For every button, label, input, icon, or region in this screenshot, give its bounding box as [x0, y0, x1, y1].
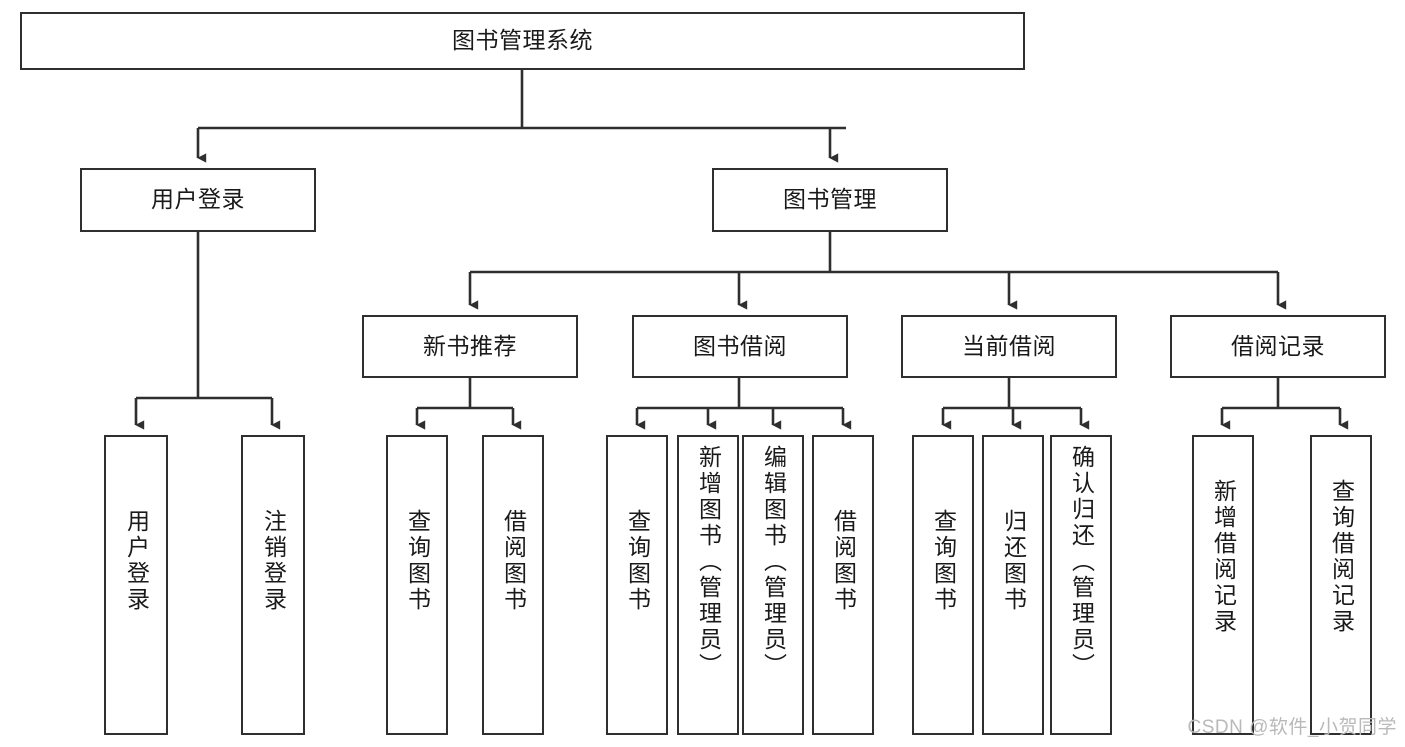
leaf-confirm-return-admin[interactable]: 确认归还（管理员）	[1050, 435, 1112, 735]
node-label: 归还图书	[1000, 509, 1027, 613]
leaf-edit-book-admin[interactable]: 编辑图书（管理员）	[742, 435, 804, 735]
node-label: 图书管理	[783, 186, 877, 213]
leaf-borrow-book-newbook[interactable]: 借阅图书	[482, 435, 544, 735]
leaf-query-book-current[interactable]: 查询图书	[912, 435, 974, 735]
node-label: 查询图书	[624, 509, 651, 613]
node-label: 查询图书	[930, 509, 957, 613]
leaf-user-login[interactable]: 用户登录	[104, 435, 168, 735]
node-label: 借阅记录	[1231, 332, 1325, 359]
node-label: 用户登录	[151, 186, 245, 213]
leaf-add-borrow-record[interactable]: 新增借阅记录	[1192, 435, 1254, 735]
node-new-book-recommend[interactable]: 新书推荐	[362, 315, 578, 378]
node-label: 借阅图书	[830, 509, 857, 613]
node-label: 图书借阅	[693, 332, 787, 359]
leaf-return-book[interactable]: 归还图书	[982, 435, 1044, 735]
node-label: 用户登录	[123, 509, 150, 613]
node-label: 借阅图书	[500, 509, 527, 613]
leaf-add-book-admin[interactable]: 新增图书（管理员）	[677, 435, 739, 735]
node-book-management[interactable]: 图书管理	[712, 168, 948, 232]
node-current-borrow[interactable]: 当前借阅	[901, 315, 1117, 378]
leaf-query-book-newbook[interactable]: 查询图书	[386, 435, 448, 735]
leaf-logout-login[interactable]: 注销登录	[241, 435, 305, 735]
node-label: 新增图书（管理员）	[695, 445, 722, 679]
node-label: 图书管理系统	[452, 27, 593, 54]
leaf-borrow-book-borrow[interactable]: 借阅图书	[812, 435, 874, 735]
leaf-query-book-borrow[interactable]: 查询图书	[606, 435, 668, 735]
leaf-query-borrow-record[interactable]: 查询借阅记录	[1310, 435, 1372, 735]
node-label: 当前借阅	[962, 332, 1056, 359]
node-label: 新增借阅记录	[1210, 479, 1237, 635]
node-borrow-record[interactable]: 借阅记录	[1170, 315, 1386, 378]
node-label: 查询借阅记录	[1328, 479, 1355, 635]
node-label: 注销登录	[260, 509, 287, 613]
node-book-management-system[interactable]: 图书管理系统	[20, 12, 1025, 70]
node-label: 确认归还（管理员）	[1068, 445, 1095, 679]
node-label: 新书推荐	[423, 332, 517, 359]
node-label: 编辑图书（管理员）	[760, 445, 787, 679]
node-book-borrow[interactable]: 图书借阅	[632, 315, 848, 378]
node-user-login[interactable]: 用户登录	[80, 168, 316, 232]
csdn-watermark: CSDN @软件_小贺同学	[1187, 717, 1397, 738]
node-label: 查询图书	[404, 509, 431, 613]
